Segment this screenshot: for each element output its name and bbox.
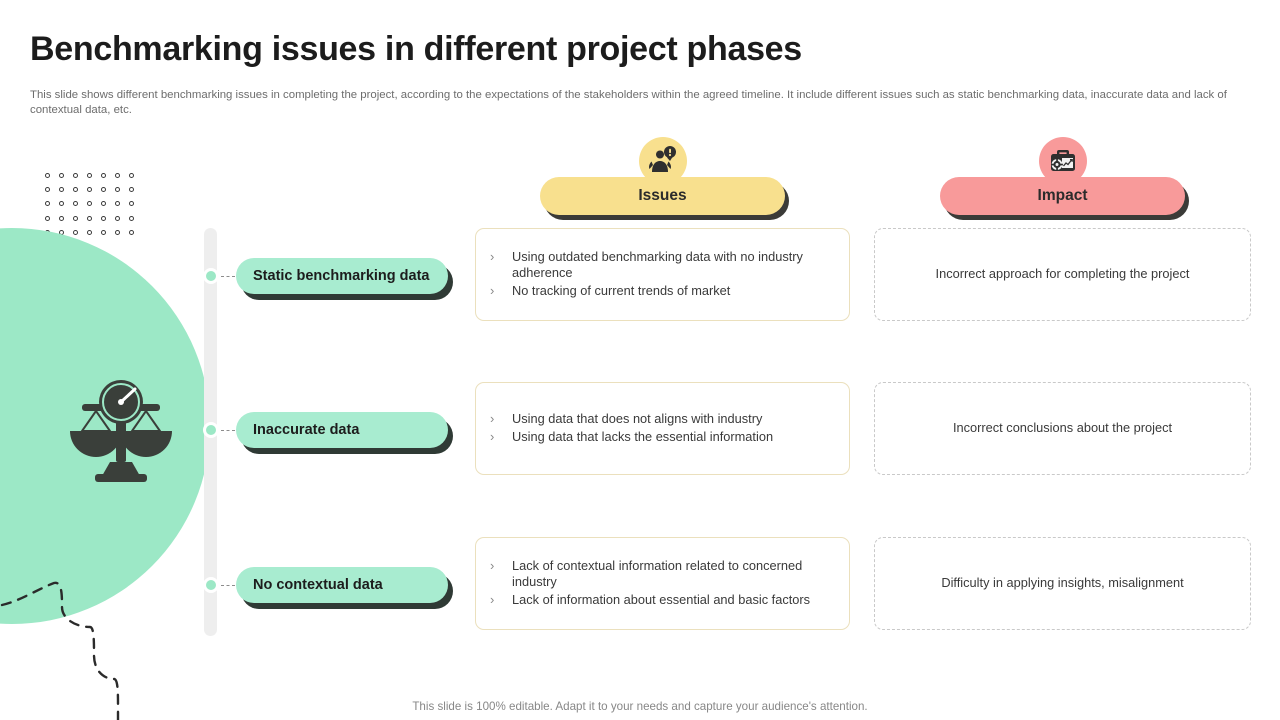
- column-header-impact-label: Impact: [1037, 187, 1088, 204]
- list-item: › Using data that does not aligns with i…: [490, 411, 833, 428]
- row-label-pill[interactable]: Static benchmarking data: [236, 258, 448, 294]
- row-label-pill[interactable]: Inaccurate data: [236, 412, 448, 448]
- timeline-node: [203, 268, 219, 284]
- list-item: › Lack of contextual information related…: [490, 558, 833, 591]
- issue-text: Using data that does not aligns with ind…: [512, 411, 763, 426]
- issue-text: Lack of contextual information related t…: [512, 557, 803, 590]
- issues-list: › Using outdated benchmarking data with …: [490, 249, 833, 301]
- impact-text: Difficulty in applying insights, misalig…: [941, 575, 1184, 591]
- impact-card[interactable]: Difficulty in applying insights, misalig…: [874, 537, 1251, 630]
- node-connector: [221, 430, 235, 431]
- timeline-node: [203, 577, 219, 593]
- chevron-right-icon: ›: [490, 282, 495, 298]
- issues-card[interactable]: › Using data that does not aligns with i…: [475, 382, 850, 475]
- row-label-pill[interactable]: No contextual data: [236, 567, 448, 603]
- node-connector: [221, 276, 235, 277]
- balance-scale-gauge-icon: [70, 380, 172, 482]
- issue-text: Lack of information about essential and …: [512, 591, 811, 607]
- dot-grid-icon: [40, 168, 138, 240]
- person-alert-icon: [639, 137, 687, 185]
- issue-text: No tracking of current trends of market: [512, 282, 731, 298]
- impact-card[interactable]: Incorrect approach for completing the pr…: [874, 228, 1251, 321]
- impact-text: Incorrect approach for completing the pr…: [935, 266, 1190, 282]
- issues-list: › Using data that does not aligns with i…: [490, 411, 833, 446]
- chevron-right-icon: ›: [490, 557, 495, 573]
- list-item: › No tracking of current trends of marke…: [490, 283, 833, 300]
- row-label-text: No contextual data: [253, 577, 383, 593]
- issue-text: Using data that lacks the essential info…: [512, 428, 774, 444]
- briefcase-analytics-icon: [1039, 137, 1087, 185]
- chevron-right-icon: ›: [490, 411, 495, 426]
- footer-note: This slide is 100% editable. Adapt it to…: [412, 700, 868, 713]
- chevron-right-icon: ›: [490, 428, 495, 444]
- column-header-issues-label: Issues: [638, 187, 687, 204]
- row-label-text: Inaccurate data: [253, 422, 360, 438]
- impact-card[interactable]: Incorrect conclusions about the project: [874, 382, 1251, 475]
- issue-text: Using outdated benchmarking data with no…: [512, 248, 803, 281]
- impact-text: Incorrect conclusions about the project: [952, 420, 1173, 436]
- node-connector: [221, 585, 235, 586]
- issues-list: › Lack of contextual information related…: [490, 558, 833, 610]
- issues-card[interactable]: › Using outdated benchmarking data with …: [475, 228, 850, 321]
- list-item: › Using outdated benchmarking data with …: [490, 249, 833, 282]
- page-subtitle: This slide shows different benchmarking …: [30, 89, 1227, 116]
- dashed-zigzag-path: [0, 581, 120, 720]
- page-title: Benchmarking issues in different project…: [30, 30, 802, 68]
- issues-card[interactable]: › Lack of contextual information related…: [475, 537, 850, 630]
- list-item: › Lack of information about essential an…: [490, 592, 833, 609]
- row-label-text: Static benchmarking data: [253, 268, 430, 284]
- list-item: › Using data that lacks the essential in…: [490, 429, 833, 446]
- chevron-right-icon: ›: [490, 591, 495, 607]
- chevron-right-icon: ›: [490, 248, 495, 264]
- timeline-node: [203, 422, 219, 438]
